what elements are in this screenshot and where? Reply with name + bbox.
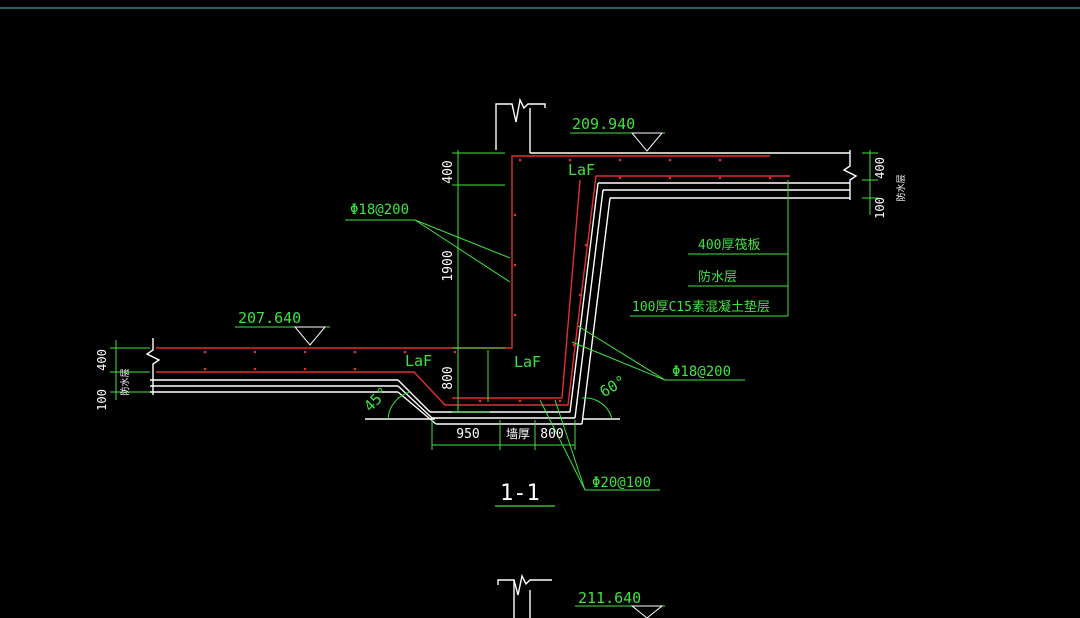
elevation-top-label: 209.940 xyxy=(572,115,635,133)
layer-raft-label: 400厚筏板 xyxy=(698,237,760,253)
dim-wall-thickness: 墙厚 xyxy=(506,427,530,441)
dim-wall-height: 1900 xyxy=(441,250,456,281)
angle-arc-45 xyxy=(387,391,411,420)
rebar-outer xyxy=(156,155,770,349)
dim-right-cushion: 100 xyxy=(873,197,887,219)
layer-waterproof-label: 防水层 xyxy=(698,269,737,285)
dim-width-left: 950 xyxy=(456,427,479,442)
dim-left-slab: 400 xyxy=(95,349,109,371)
elevation-next-label: 211.640 xyxy=(578,589,641,607)
angle-arc-60 xyxy=(581,397,613,420)
elevation-triangle-top xyxy=(630,132,664,152)
rebar-inner xyxy=(156,175,790,406)
rebar-wall-label: Φ18@200 xyxy=(350,202,409,218)
layer-cushion-label: 100厚C15素混凝土垫层 xyxy=(632,299,770,315)
angle-right-label: 60° xyxy=(597,372,629,401)
dim-low-slab: 800 xyxy=(441,366,456,389)
dim-left-waterproof: 防水层 xyxy=(119,368,131,395)
elevation-low-label: 207.640 xyxy=(238,309,301,327)
dim-right-waterproof: 防水层 xyxy=(895,174,907,201)
break-symbol-top xyxy=(495,97,546,123)
dim-right-slab: 400 xyxy=(873,157,887,179)
angle-left-label: 45° xyxy=(360,383,392,415)
break-symbol-next xyxy=(497,573,552,596)
dimension-lines xyxy=(110,132,878,618)
dim-top-slab: 400 xyxy=(441,160,456,183)
anchor-label-top: LaF xyxy=(568,161,595,179)
dim-left-cushion: 100 xyxy=(95,389,109,411)
rebar-dots xyxy=(203,158,772,403)
anchor-label-mid-left: LaF xyxy=(405,352,432,370)
concrete-outline xyxy=(145,97,858,618)
anchor-label-mid-right: LaF xyxy=(514,353,541,371)
elevation-triangle-next xyxy=(630,605,664,618)
section-title: 1-1 xyxy=(500,481,540,506)
break-symbol-right xyxy=(842,150,858,200)
rebar-slope-label: Φ18@200 xyxy=(672,364,731,380)
rebar-lines xyxy=(156,155,790,406)
rebar-bottom-label: Φ20@100 xyxy=(592,475,651,491)
dim-width-right: 800 xyxy=(540,427,563,442)
elevation-triangle-low xyxy=(293,326,327,346)
break-symbol-left xyxy=(145,338,161,395)
